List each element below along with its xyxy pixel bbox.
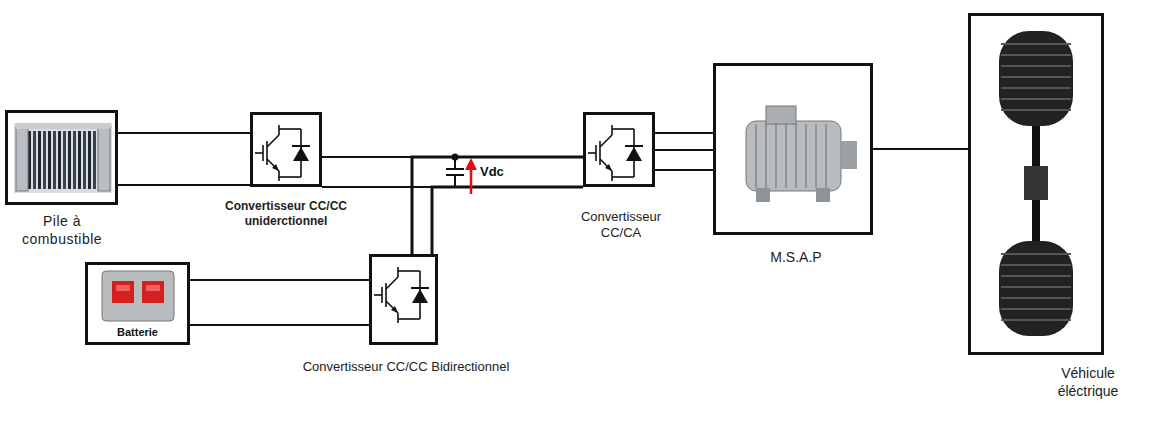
component-label: Véhicule éléctrique <box>1033 365 1143 400</box>
component-label: Convertisseur CC/CC Bidirectionnel <box>286 359 526 375</box>
conv-illustration <box>372 257 435 342</box>
converter-box: Convertisseur CC/CC uniderctionnel <box>250 112 322 187</box>
conv-illustration <box>586 115 652 184</box>
wire-connector <box>412 157 583 254</box>
fuel-illustration <box>8 113 115 202</box>
conv-illustration <box>253 115 319 184</box>
converter-box: Convertisseur CC/CA <box>583 112 655 187</box>
component-box: Véhicule éléctrique <box>968 13 1104 355</box>
voltage-label: Vdc <box>480 164 504 180</box>
component-box: Batterie <box>85 262 190 345</box>
component-label: M.S.A.P <box>716 249 876 267</box>
component-label: Pile à combustible <box>3 213 121 248</box>
wire-connector <box>118 133 250 185</box>
motor-illustration <box>716 66 870 232</box>
wire-connector <box>655 133 713 170</box>
wire-connector <box>190 280 369 325</box>
component-box: M.S.A.P <box>713 63 873 235</box>
component-box: Pile à combustible <box>5 110 118 205</box>
converter-box: Convertisseur CC/CC Bidirectionnel <box>369 254 438 345</box>
wire-connector <box>322 157 583 187</box>
wire-connector <box>873 148 968 150</box>
component-label: Convertisseur CC/CA <box>566 209 676 242</box>
wheels-illustration <box>971 16 1101 352</box>
component-label: Batterie <box>88 326 187 340</box>
component-label: Convertisseur CC/CC uniderctionnel <box>211 199 361 229</box>
